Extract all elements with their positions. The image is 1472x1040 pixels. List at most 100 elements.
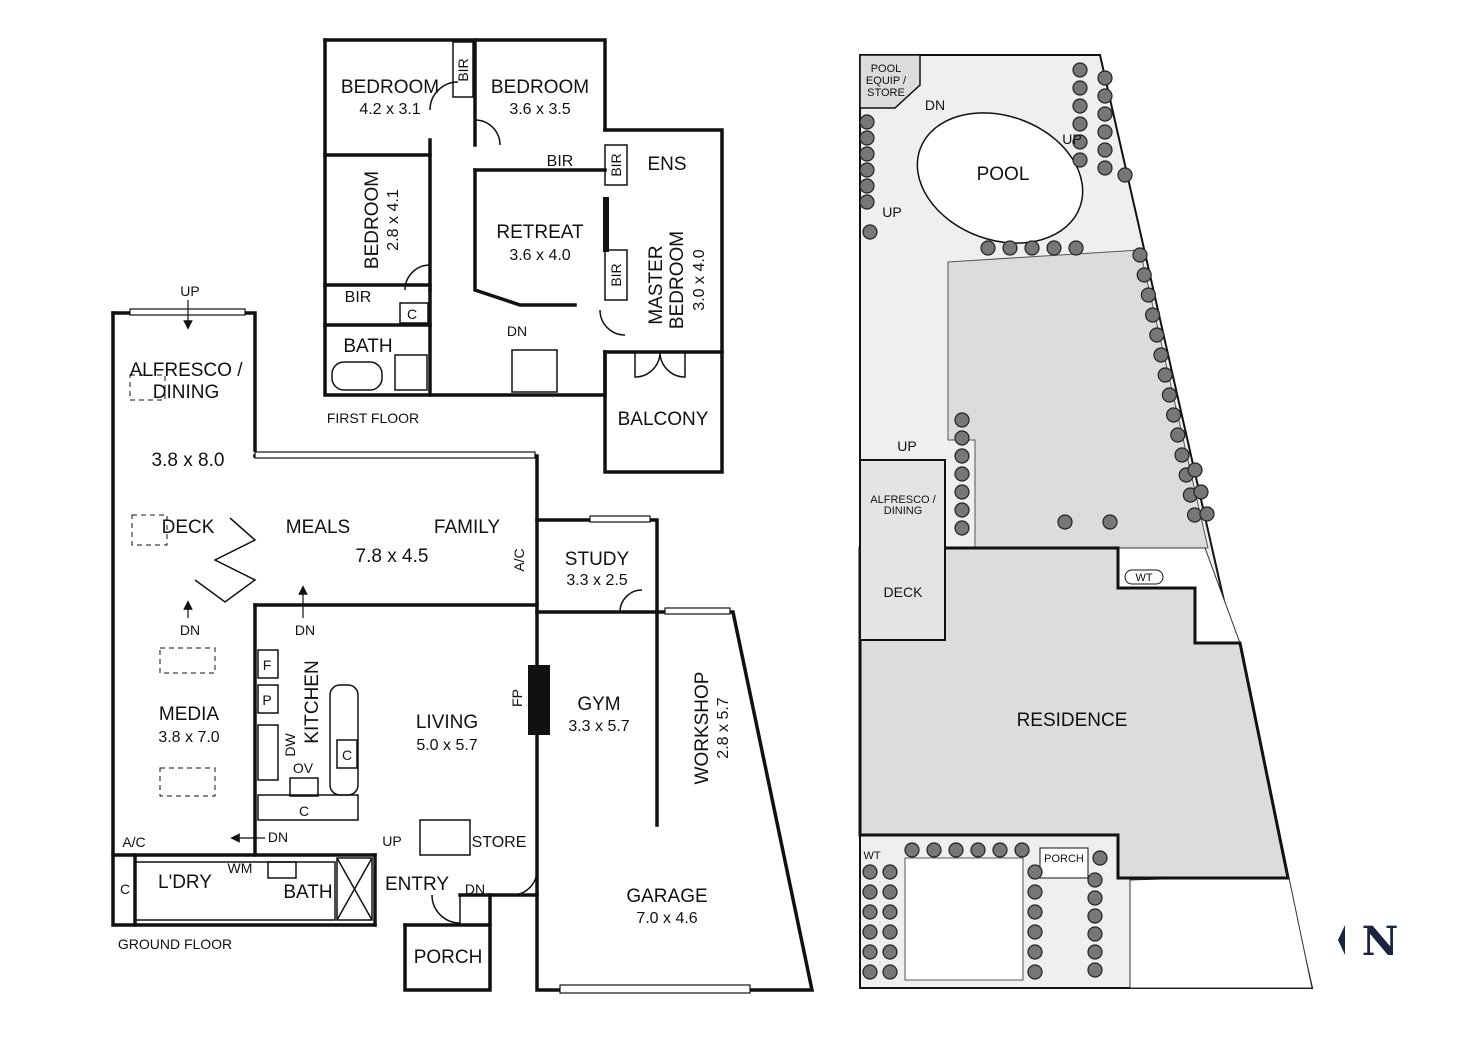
family-label: FAMILY [434, 517, 500, 538]
north-label: N [1362, 918, 1399, 965]
cupboard-label: C [299, 803, 309, 819]
tree-icon [992, 842, 1008, 858]
pool-equip-label-3: STORE [867, 87, 905, 99]
bedroom-3-size: 2.8 x 4.1 [385, 189, 402, 250]
tree-icon [1149, 327, 1165, 343]
dn-label: DN [507, 323, 527, 339]
tree-icon [859, 114, 875, 130]
meals-family-size: 7.8 x 4.5 [356, 546, 429, 567]
media-size: 3.8 x 7.0 [158, 729, 219, 746]
tree-icon [1161, 387, 1178, 403]
ground-floor-walls [111, 300, 815, 994]
tree-icon [1027, 924, 1043, 940]
tree-icon [1072, 80, 1088, 96]
bath-label: BATH [343, 336, 392, 357]
bedroom-2-label: BEDROOM [491, 77, 589, 98]
fireplace-label: FP [509, 689, 525, 707]
up-label: UP [180, 283, 199, 299]
tree-icon [1097, 124, 1113, 140]
workshop-size: 2.8 x 5.7 [715, 697, 732, 758]
tree-icon [1046, 240, 1062, 256]
alfresco-label-1: ALFRESCO / [870, 494, 936, 506]
tree-icon [1144, 307, 1161, 323]
tree-icon [1199, 506, 1215, 522]
tree-icon [862, 864, 878, 880]
tree-icon [1072, 116, 1088, 132]
tree-icon [862, 884, 878, 900]
retreat-label: RETREAT [496, 222, 584, 243]
tree-icon [954, 520, 970, 536]
cupboard-label: C [407, 306, 417, 322]
tree-icon [1027, 904, 1043, 920]
tree-icon [1092, 850, 1108, 866]
bath-label: BATH [283, 882, 332, 903]
master-label-1: MASTER [646, 245, 667, 324]
dn-label: DN [180, 622, 200, 638]
tree-icon [1072, 98, 1088, 114]
tree-icon [904, 842, 920, 858]
tree-icon [1024, 240, 1040, 256]
up-label: UP [897, 438, 916, 454]
first-floor-labels: BEDROOM 4.2 x 3.1 BEDROOM 3.6 x 3.5 BEDR… [327, 58, 709, 430]
tree-icon [859, 178, 875, 194]
tree-icon [1057, 514, 1073, 530]
tree-icon [1097, 142, 1113, 158]
tree-icon [882, 884, 898, 900]
tree-icon [1170, 427, 1186, 443]
tree-icon [859, 130, 875, 146]
study-label: STUDY [565, 549, 630, 570]
tree-icon [954, 412, 970, 428]
store-label: STORE [472, 834, 527, 851]
dn-label: DN [465, 881, 485, 897]
tree-icon [859, 194, 875, 210]
entry-label: ENTRY [385, 874, 449, 895]
tree-icon [1072, 134, 1088, 150]
pool-equip-label-1: POOL [871, 63, 902, 75]
dn-label: DN [268, 829, 288, 845]
tree-icon [1087, 944, 1103, 960]
ground-floor-labels: UP ALFRESCO / DINING 3.8 x 8.0 DECK MEAL… [118, 283, 732, 968]
dn-label: DN [925, 97, 945, 113]
washing-machine-label: WM [228, 860, 253, 876]
tree-icon [1165, 407, 1182, 423]
tree-icon [1187, 462, 1203, 478]
tree-icon [859, 146, 875, 162]
media-label: MEDIA [159, 704, 220, 725]
tree-icon [1014, 842, 1030, 858]
tree-icon [882, 964, 898, 980]
tree-icon [980, 240, 996, 256]
tree-icon [1087, 908, 1103, 924]
bir-label: BIR [345, 289, 372, 306]
pantry-label: P [262, 692, 271, 708]
oven-label: OV [293, 760, 314, 776]
tree-icon [1097, 70, 1113, 86]
north-arrow: N [1338, 918, 1398, 965]
tree-icon [1117, 167, 1133, 183]
up-label: UP [882, 204, 901, 220]
tree-icon [1087, 926, 1103, 942]
tree-icon [1027, 944, 1043, 960]
tree-icon [1087, 962, 1103, 978]
ens-label: ENS [647, 154, 686, 175]
tree-icon [1193, 484, 1209, 500]
tree-icon [862, 964, 878, 980]
tree-icon [862, 904, 878, 920]
tree-icon [882, 924, 898, 940]
deck-label: DECK [884, 584, 924, 600]
alfresco-label-1: ALFRESCO / [130, 360, 244, 381]
ac-label: A/C [122, 834, 145, 850]
tree-icon [862, 224, 878, 240]
tree-icon [1136, 267, 1152, 283]
tree-icon [1140, 287, 1157, 303]
bedroom-3-label: BEDROOM [362, 171, 383, 269]
up-label: UP [1062, 131, 1081, 147]
balcony-label: BALCONY [618, 409, 709, 430]
garage-size: 7.0 x 4.6 [636, 910, 697, 927]
living-size: 5.0 x 5.7 [416, 737, 477, 754]
residence-footprint [858, 546, 1290, 880]
tree-icon [1027, 864, 1043, 880]
gym-label: GYM [577, 694, 620, 715]
tree-icon [1027, 884, 1043, 900]
bir-label: BIR [547, 153, 574, 170]
